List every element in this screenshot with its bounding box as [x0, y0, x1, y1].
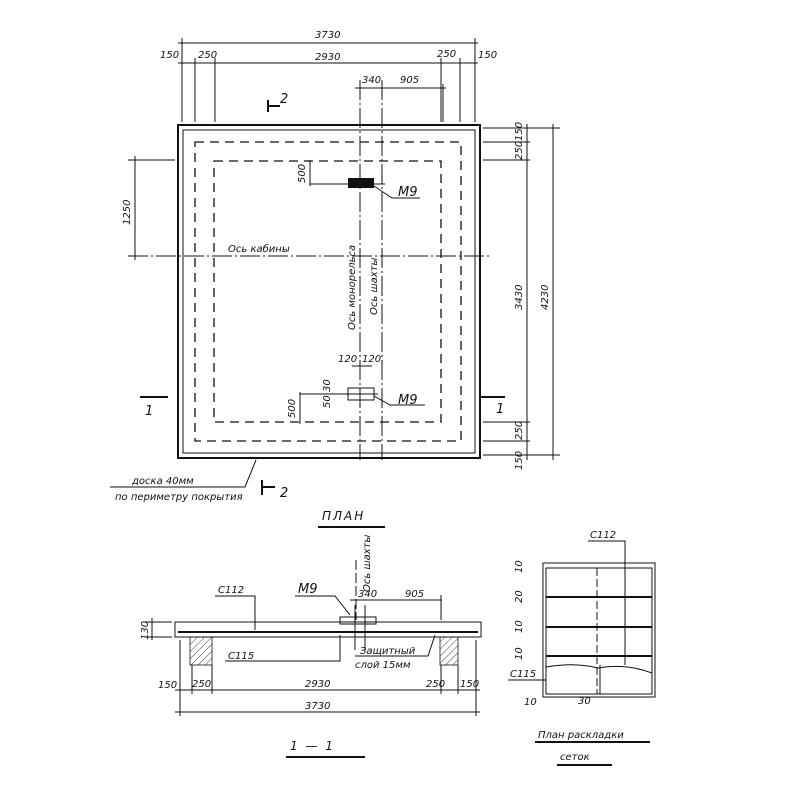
section-1-mark-right: 1 [496, 402, 504, 417]
dim-total-depth: 4230 [540, 285, 551, 310]
section-2-mark-bottom: 2 [280, 486, 288, 501]
dim-anchor-top: 500 [297, 164, 308, 183]
mesh-top-label: С112 [218, 585, 244, 596]
mesh-top-label-plan: С112 [590, 530, 616, 541]
mesh-layout-plan: С112 С115 10 20 10 10 10 30 План расклад… [508, 530, 656, 766]
dim-bottom-edge: 150 [514, 451, 525, 470]
mesh-plan-title-2: сеток [560, 752, 590, 763]
mesh-plan-title-1: План раскладки [538, 730, 624, 741]
section-1-1: 130 С112 С115 М9 Ось шахты 340 905 Защит… [140, 535, 482, 758]
dim-axis-offset: 905 [400, 75, 419, 86]
gap-4: 10 [514, 647, 525, 660]
shaft-axis-label-section: Ось шахты [362, 535, 373, 592]
shaft-axis-label: Ось шахты [369, 258, 380, 315]
dim-anchor-bottom: 500 [287, 399, 298, 418]
bottom-dim-1: 10 [524, 697, 537, 708]
support-outer-dashed [194, 141, 462, 442]
dim-right-support: 250 [437, 49, 456, 60]
dim-total-section: 3730 [305, 701, 330, 712]
board-note-1: доска 40мм [131, 476, 194, 487]
dim-left-edge: 150 [160, 50, 179, 61]
bottom-dim-2: 30 [578, 696, 591, 707]
support-right [439, 636, 459, 666]
dim-right-edge-section: 150 [460, 679, 479, 690]
anchor-top [309, 160, 420, 199]
anchor-label-bottom: М9 [398, 393, 418, 408]
dim-right-edge: 150 [478, 50, 497, 61]
section-2-mark-top: 2 [280, 92, 288, 107]
mesh-bottom-label: С115 [228, 651, 254, 662]
support-left [189, 636, 213, 666]
dim-total-width: 3730 [315, 30, 340, 41]
gap-2: 20 [514, 590, 525, 603]
dim-left-support: 250 [198, 50, 217, 61]
slab-outline [177, 124, 481, 459]
board-note-2: по периметру покрытия [115, 492, 243, 503]
dim-top-edge: 150 [514, 122, 525, 141]
support-inner-dashed [213, 160, 442, 423]
plan-title: ПЛАН [322, 509, 365, 523]
anchor-bottom [299, 365, 425, 424]
dim-cabin-offset: 1250 [122, 200, 133, 225]
cabin-axis-label: Ось кабины [228, 243, 290, 255]
anchor-label-top: М9 [398, 185, 418, 200]
cover-label-2: слой 15мм [355, 660, 411, 671]
dim-span-section: 2930 [305, 679, 330, 690]
dim-anchor-w1: 120 [338, 354, 357, 365]
dim-depth-span: 3430 [514, 285, 525, 310]
dim-anchor-d3: 30 [322, 379, 333, 392]
cover-label-1: Защитный [360, 646, 416, 657]
dim-span: 2930 [315, 52, 340, 63]
dim-left-edge-section: 150 [158, 680, 177, 691]
gap-3: 10 [514, 620, 525, 633]
section-1-mark-left: 1 [145, 404, 153, 419]
dim-bottom-support: 250 [514, 421, 525, 440]
dim-top-support: 250 [514, 141, 525, 160]
anchor-label: М9 [298, 582, 318, 597]
gap-1: 10 [514, 560, 525, 573]
dim-anchor-d2: 50 [322, 395, 333, 408]
mesh-bottom-label-plan: С115 [510, 669, 536, 680]
dim-anchor-w2: 120 [362, 354, 381, 365]
board-perimeter [182, 129, 476, 454]
dim-slab-height: 130 [140, 621, 151, 640]
dim-axis-offset-section: 905 [405, 589, 424, 600]
section-title: 1 — 1 [290, 739, 335, 753]
dim-right-support-section: 250 [426, 679, 445, 690]
dim-axis-gap-section: 340 [358, 589, 377, 600]
dim-left-support-section: 250 [192, 679, 211, 690]
monorail-axis-label: Ось монорельса [347, 245, 358, 330]
slab-section [174, 621, 482, 638]
plan-view: 3730 150 250 2930 250 150 340 905 150 25… [110, 30, 560, 528]
dim-axis-gap: 340 [362, 75, 381, 86]
